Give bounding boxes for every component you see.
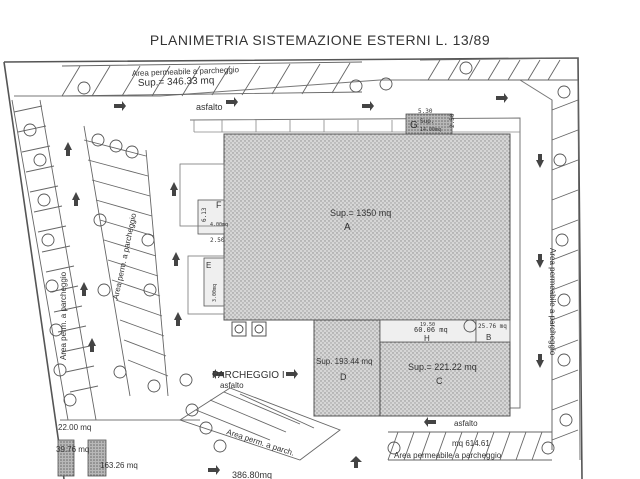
parking-row-left-inner bbox=[83, 125, 169, 397]
annex-f-dim-bottom: 2.50 bbox=[210, 237, 225, 244]
side-pad-lower bbox=[187, 255, 225, 315]
annex-f-dim: 6.13 bbox=[201, 207, 208, 222]
annex-g-dim-side: 2.50 bbox=[449, 113, 456, 128]
annex-f-sup: 4.00mq bbox=[210, 222, 228, 228]
tree-symbols bbox=[23, 61, 573, 455]
building-h-letter: H bbox=[424, 334, 430, 343]
label-asfalto-bottom: asfalto bbox=[454, 419, 478, 428]
label-asfalto-mid: asfalto bbox=[220, 381, 244, 390]
parking-row-right bbox=[551, 79, 581, 461]
parking-bottom-center bbox=[178, 387, 341, 461]
building-a-sup: Sup.= 1350 mq bbox=[330, 208, 391, 218]
label-mq-bottom-center: 386.80mq bbox=[232, 470, 272, 479]
label-mq-left-1: 22.00 mq bbox=[58, 423, 91, 432]
annex-e-letter: E bbox=[206, 261, 211, 270]
label-asfalto-top: asfalto bbox=[196, 102, 223, 112]
label-area-right: Area permeabile a parcheggio bbox=[548, 248, 557, 356]
label-parcheggio: PARCHEGGIO I bbox=[212, 370, 285, 381]
building-b bbox=[475, 319, 511, 343]
annex-g-value: 14.00mq bbox=[420, 127, 441, 133]
building-d bbox=[313, 319, 381, 417]
parking-bottom-right bbox=[387, 431, 552, 461]
building-d-letter: D bbox=[340, 372, 347, 382]
building-h-sup: 60.06 mq bbox=[414, 326, 448, 334]
annex-g bbox=[405, 113, 453, 135]
bottom-left-block-1 bbox=[57, 439, 75, 477]
side-pad-upper bbox=[179, 163, 225, 227]
building-h-dim: 19.50 bbox=[420, 322, 435, 328]
parking-row-left-outer bbox=[11, 99, 99, 421]
building-b-sup: 25.76 mq bbox=[478, 323, 507, 330]
annex-g-sup: Sup. bbox=[420, 118, 434, 125]
label-area-left: Area perm. a parcheggio bbox=[59, 271, 68, 360]
annex-e-sup: 3.00mq bbox=[212, 284, 218, 302]
annex-g-dim-top: 5.30 bbox=[418, 108, 433, 115]
building-c bbox=[379, 341, 511, 417]
bottom-left-block-2 bbox=[87, 439, 107, 477]
accessible-icons bbox=[231, 321, 267, 337]
plan-title: PLANIMETRIA SISTEMAZIONE ESTERNI L. 13/8… bbox=[149, 32, 491, 48]
label-mq-left-2: 39.76 mq bbox=[56, 445, 89, 454]
sidewalk-ticks bbox=[193, 120, 520, 133]
label-area-top: Area permeabile a parcheggio bbox=[132, 65, 240, 78]
annex-g-letter: G bbox=[410, 120, 418, 131]
annex-f-letter: F bbox=[216, 200, 222, 210]
annex-f bbox=[197, 199, 225, 235]
building-a bbox=[223, 133, 511, 321]
label-area-bottom-right: Area permeabile a parcheggio bbox=[394, 451, 502, 460]
label-mq-bottom-right: mq 614.61 bbox=[452, 439, 490, 448]
label-sup-top: Sup.= 346.33 mq bbox=[138, 75, 215, 89]
building-c-letter: C bbox=[436, 376, 443, 386]
building-b-letter: B bbox=[486, 333, 491, 342]
building-c-sup: Sup.= 221.22 mq bbox=[408, 362, 477, 372]
building-d-sup: Sup. 193.44 mq bbox=[316, 357, 372, 366]
direction-arrows bbox=[64, 93, 544, 475]
parking-strip-top bbox=[61, 57, 579, 97]
label-mq-left-3: 163.26 mq bbox=[100, 461, 138, 470]
building-a-letter: A bbox=[344, 222, 351, 233]
